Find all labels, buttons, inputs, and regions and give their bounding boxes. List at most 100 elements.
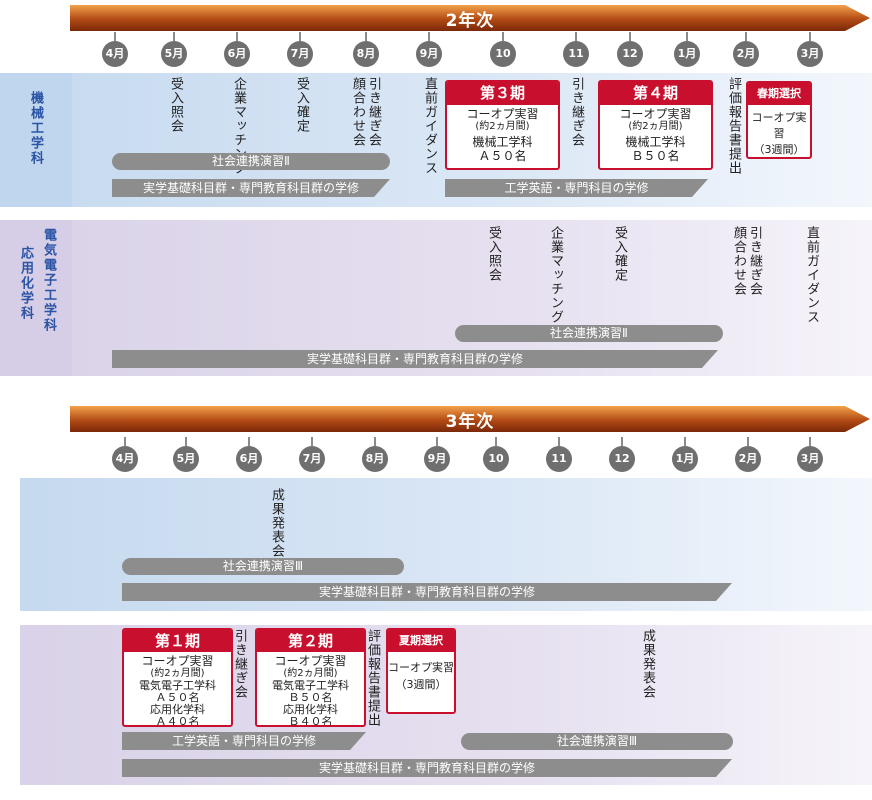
phase1-line3: 電気電子工学科	[139, 679, 216, 692]
month3-nov: 11月	[546, 437, 572, 491]
phase2-body: コーオプ実習 (約2ヵ月間) 電気電子工学科 Ｂ５０名 応用化学科 Ｂ４０名	[257, 652, 364, 727]
dept-label-bg-2	[0, 220, 72, 376]
summer-head: 夏期選択	[388, 630, 454, 652]
year2-mech-band: 機械工学科 受入照会 企業マッチング 受入確定 引き継ぎ会 顔合わせ会 直前ガイ…	[0, 73, 872, 207]
phase3-body: コーオプ実習 (約2ヵ月間) 機械工学科 Ａ５０名	[447, 105, 558, 163]
study-bar-basic-e: 実学基礎科目群・専門教育科目群の学修	[112, 350, 718, 368]
year2-arrow-shape	[70, 5, 870, 31]
phase1-box: 第１期 コーオプ実習 (約2ヵ月間) 電気電子工学科 Ａ５０名 応用化学科 Ａ４…	[122, 628, 233, 727]
event-handover-2: 引き継ぎ会	[569, 77, 584, 147]
month3-dec: 12月	[609, 437, 635, 491]
event-confirm: 受入確定	[294, 77, 309, 133]
month-jul: 7月	[287, 32, 313, 67]
month3-jun: 6月	[236, 437, 262, 472]
social-practice-3-pill: 社会連携演習Ⅲ	[122, 558, 404, 575]
phase3-line3: 機械工学科	[472, 135, 533, 149]
phase1-line6: Ａ４０名	[155, 715, 200, 727]
month-mar: 3月	[797, 32, 823, 67]
phase1-body: コーオプ実習 (約2ヵ月間) 電気電子工学科 Ａ５０名 応用化学科 Ａ４０名	[124, 652, 231, 727]
phase4-box: 第４期 コーオプ実習 (約2ヵ月間) 機械工学科 Ｂ５０名	[598, 80, 713, 170]
month-oct: 10月	[490, 32, 516, 86]
event-handover-e: 引き継ぎ会	[747, 226, 762, 296]
summer-line2: （3週間）	[395, 678, 447, 691]
social-practice-2-pill: 社会連携演習Ⅱ	[112, 153, 390, 170]
study-bar-basic-3: 実学基礎科目群・専門教育科目群の学修	[122, 583, 732, 601]
phase2-box: 第２期 コーオプ実習 (約2ヵ月間) 電気電子工学科 Ｂ５０名 応用化学科 Ｂ４…	[255, 628, 366, 727]
month-may: 5月	[161, 32, 187, 67]
year3-mech-band: 成果発表会 社会連携演習Ⅲ 実学基礎科目群・専門教育科目群の学修	[20, 478, 872, 611]
dept-label-bg	[0, 73, 72, 207]
dept-elec: 電気電子工学科	[41, 228, 56, 333]
spring-body: コーオプ実習 （3週間）	[748, 105, 810, 157]
year2-timeline-arrow: 2年次	[70, 3, 870, 33]
summer-body: コーオプ実習 （3週間）	[388, 652, 454, 693]
spring-head: 春期選択	[748, 83, 810, 105]
event-matching-e: 企業マッチング	[548, 226, 563, 324]
phase2-line5: 応用化学科	[283, 703, 338, 716]
spring-line1: コーオプ実習	[751, 111, 807, 140]
month-sep: 9月	[416, 32, 442, 67]
month-jun: 6月	[224, 32, 250, 67]
phase4-body: コーオプ実習 (約2ヵ月間) 機械工学科 Ｂ５０名	[600, 105, 711, 163]
phase2-line2: (約2ヵ月間)	[283, 668, 338, 679]
summer-line1: コーオプ実習	[388, 661, 454, 674]
month3-jul: 7月	[299, 437, 325, 472]
month-jan: 1月	[674, 32, 700, 67]
event-meeting: 顔合わせ会	[350, 77, 365, 147]
event-meeting-e: 顔合わせ会	[731, 226, 746, 296]
month-apr: 4月	[102, 32, 128, 67]
year3-arrow-shape	[70, 406, 870, 432]
year2-elec-band: 電気電子工学科 応用化学科 受入照会 企業マッチング 受入確定 引き継ぎ会 顔合…	[0, 220, 872, 376]
study-bar-basic-3e: 実学基礎科目群・専門教育科目群の学修	[122, 759, 732, 777]
phase2-head: 第２期	[257, 630, 364, 652]
phase4-line4: Ｂ５０名	[631, 149, 680, 163]
year2-title: 2年次	[445, 11, 495, 31]
event-inquiry: 受入照会	[168, 77, 183, 133]
year3-timeline-arrow: 3年次	[70, 404, 870, 434]
event-presentation-3: 成果発表会	[640, 629, 655, 699]
study-bar-english: 工学英語・専門科目の学修	[445, 179, 708, 197]
phase1-line5: 応用化学科	[150, 703, 205, 716]
dept-mech: 機械工学科	[28, 91, 43, 166]
month3-sep: 9月	[424, 437, 450, 472]
month-nov: 11月	[563, 32, 589, 86]
event-guidance: 直前ガイダンス	[422, 77, 437, 175]
phase4-line2: (約2ヵ月間)	[628, 121, 683, 132]
event-report: 評価報告書提出	[726, 77, 741, 175]
phase1-line1: コーオプ実習	[141, 654, 214, 668]
year3-elec-band: 第１期 コーオプ実習 (約2ヵ月間) 電気電子工学科 Ａ５０名 応用化学科 Ａ４…	[20, 625, 872, 785]
phase2-line3: 電気電子工学科	[272, 679, 349, 692]
event-matching: 企業マッチング	[231, 77, 246, 175]
event-handover: 引き継ぎ会	[366, 77, 381, 147]
year3-title: 3年次	[445, 412, 495, 432]
event-guidance-e: 直前ガイダンス	[804, 226, 819, 324]
event-report-3: 評価報告書提出	[365, 629, 380, 727]
phase2-line6: Ｂ４０名	[288, 715, 333, 727]
month3-feb: 2月	[735, 437, 761, 472]
phase3-box: 第３期 コーオプ実習 (約2ヵ月間) 機械工学科 Ａ５０名	[445, 80, 560, 170]
phase4-line1: コーオプ実習	[619, 107, 692, 121]
study-bar-english-3: 工学英語・専門科目の学修	[122, 732, 366, 750]
event-inquiry-e: 受入照会	[486, 226, 501, 282]
social-practice-3-pill-e: 社会連携演習Ⅲ	[461, 733, 733, 750]
event-handover-3: 引き継ぎ会	[232, 629, 247, 699]
month3-apr: 4月	[112, 437, 138, 472]
phase3-head: 第３期	[447, 82, 558, 105]
phase2-line1: コーオプ実習	[274, 654, 347, 668]
phase1-head: 第１期	[124, 630, 231, 652]
phase3-line1: コーオプ実習	[466, 107, 539, 121]
dept-chem: 応用化学科	[18, 246, 33, 321]
study-bar-basic: 実学基礎科目群・専門教育科目群の学修	[112, 179, 390, 197]
month-feb: 2月	[733, 32, 759, 67]
phase1-line4: Ａ５０名	[155, 691, 200, 704]
phase3-line2: (約2ヵ月間)	[475, 121, 530, 132]
summer-elective-box: 夏期選択 コーオプ実習 （3週間）	[386, 628, 456, 714]
phase1-line2: (約2ヵ月間)	[150, 668, 205, 679]
month3-oct: 10月	[483, 437, 509, 491]
phase4-head: 第４期	[600, 82, 711, 105]
month-aug: 8月	[353, 32, 379, 67]
phase2-line4: Ｂ５０名	[288, 691, 333, 704]
spring-elective-box: 春期選択 コーオプ実習 （3週間）	[746, 81, 812, 159]
phase4-line3: 機械工学科	[625, 135, 686, 149]
social-practice-2-pill-e: 社会連携演習Ⅱ	[455, 325, 723, 342]
